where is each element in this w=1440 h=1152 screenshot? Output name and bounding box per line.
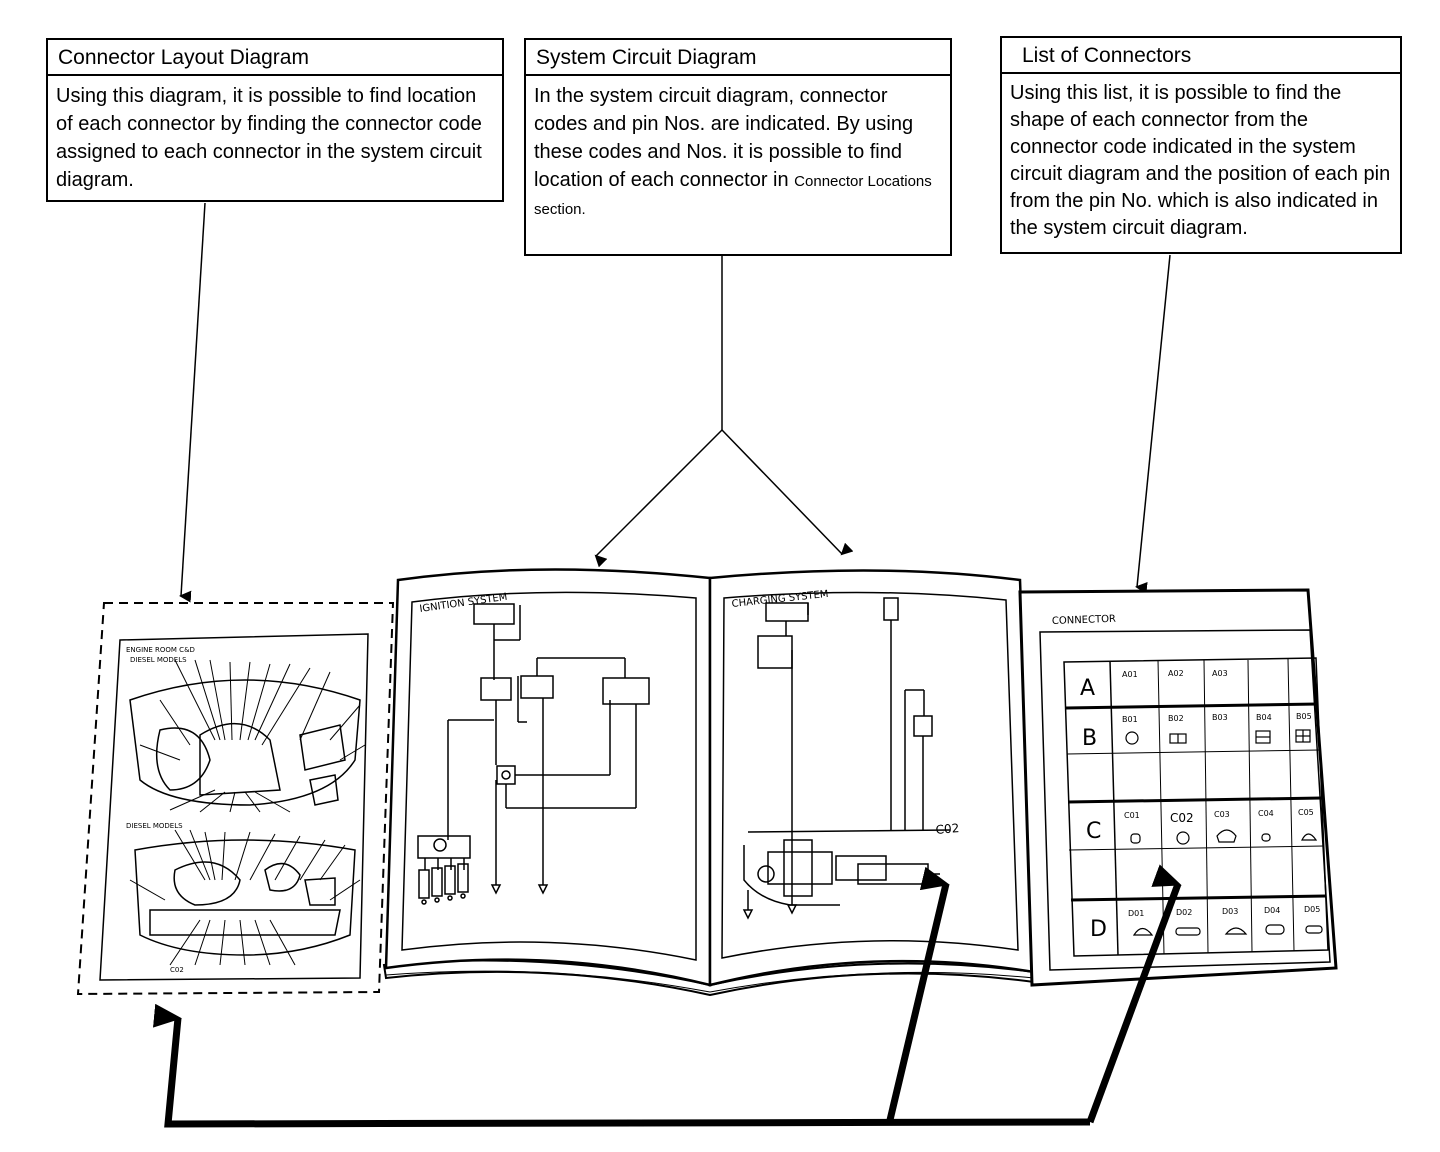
code-b02: B02 bbox=[1168, 714, 1184, 723]
layout-sheet-bottom-label: DIESEL MODELS bbox=[126, 822, 183, 830]
code-a01: A01 bbox=[1122, 670, 1138, 679]
engine-room-bottom bbox=[134, 839, 356, 956]
system-circuit-title: System Circuit Diagram bbox=[526, 40, 950, 76]
system-circuit-text: In the system circuit diagram, connector… bbox=[534, 85, 914, 191]
row-letter-b: B bbox=[1082, 726, 1097, 751]
charging-circuit bbox=[742, 597, 951, 920]
system-circuit-text-wrap: In the system circuit diagram, connector… bbox=[526, 76, 950, 228]
thick-arrow-to-layout bbox=[152, 1003, 1091, 1128]
thick-arrow-to-book bbox=[886, 866, 950, 1121]
list-of-connectors-title: List of Connectors bbox=[1002, 38, 1400, 74]
code-c01: C01 bbox=[1124, 811, 1140, 820]
list-of-connectors-box: List of Connectors Using this list, it i… bbox=[1000, 36, 1402, 254]
row-letter-d: D bbox=[1090, 917, 1107, 942]
right-page-connector-code: C02 bbox=[935, 821, 960, 837]
code-d04: D04 bbox=[1264, 906, 1280, 915]
open-book bbox=[382, 568, 1036, 997]
connector-layout-box: Connector Layout Diagram Using this diag… bbox=[46, 38, 504, 202]
layout-pointer-arrow bbox=[179, 202, 206, 603]
connector-row-letters: A B C D bbox=[1080, 676, 1107, 942]
connector-c04-shape-icon bbox=[1261, 833, 1271, 842]
engine-room-top bbox=[129, 679, 361, 806]
connector-c01-shape-icon bbox=[1130, 833, 1141, 844]
ignition-circuit bbox=[417, 603, 650, 905]
engine-room-top-leaders bbox=[139, 659, 366, 813]
code-c04: C04 bbox=[1258, 809, 1274, 818]
connector-d05-shape-icon bbox=[1305, 925, 1323, 934]
layout-sheet-top-label2: DIESEL MODELS bbox=[130, 656, 187, 664]
layout-sheet-bottom-code: C02 bbox=[170, 966, 184, 974]
code-c02: C02 bbox=[1170, 811, 1194, 825]
connector-c05-shape-icon bbox=[1301, 833, 1318, 841]
code-a02: A02 bbox=[1168, 669, 1184, 678]
pointer-arrows bbox=[179, 202, 1171, 603]
row-letter-c: C bbox=[1086, 819, 1101, 844]
connector-list-sheet bbox=[1018, 588, 1338, 987]
list-of-connectors-text: Using this list, it is possible to find … bbox=[1010, 82, 1391, 239]
code-d05: D05 bbox=[1304, 905, 1320, 914]
row-letter-a: A bbox=[1080, 676, 1095, 701]
system-pointer-right-arrow bbox=[721, 429, 854, 556]
connector-shapes bbox=[1125, 729, 1323, 936]
code-b04: B04 bbox=[1256, 713, 1272, 722]
connector-d03-shape-icon bbox=[1224, 927, 1248, 935]
thick-arrow-to-list bbox=[1086, 864, 1182, 1124]
code-b01: B01 bbox=[1122, 715, 1138, 724]
connector-codes: A01 A02 A03 B01 B02 B03 B04 B05 C01 C02 … bbox=[1122, 669, 1320, 918]
code-b03: B03 bbox=[1212, 713, 1228, 722]
connector-d02-shape-icon bbox=[1175, 927, 1201, 936]
connector-layout-text: Using this diagram, it is possible to fi… bbox=[56, 85, 482, 191]
connector-b01-shape-icon bbox=[1125, 731, 1139, 745]
connector-d01-shape-icon bbox=[1132, 927, 1154, 936]
thick-arrows bbox=[152, 864, 1182, 1128]
layout-sheet-top-label: ENGINE ROOM C&D bbox=[126, 646, 195, 654]
connector-c03-shape-icon bbox=[1216, 829, 1237, 843]
engine-room-bottom-leaders bbox=[129, 829, 361, 966]
code-c05: C05 bbox=[1298, 808, 1314, 817]
code-c03: C03 bbox=[1214, 810, 1230, 819]
code-d01: D01 bbox=[1128, 909, 1144, 918]
layout-sheet: ENGINE ROOM C&D DIESEL MODELS DIESEL MOD… bbox=[76, 602, 395, 996]
code-d03: D03 bbox=[1222, 907, 1238, 916]
connector-layout-title: Connector Layout Diagram bbox=[48, 40, 502, 76]
connector-d04-shape-icon bbox=[1265, 924, 1285, 935]
system-circuit-text-small: Connector Locations section. bbox=[534, 173, 932, 218]
connector-list-title: CONNECTOR bbox=[1052, 614, 1116, 627]
code-a03: A03 bbox=[1212, 669, 1228, 678]
code-d02: D02 bbox=[1176, 908, 1192, 917]
list-pointer-arrow bbox=[1135, 254, 1171, 594]
system-circuit-box: System Circuit Diagram In the system cir… bbox=[524, 38, 952, 256]
connector-c02-shape-icon bbox=[1176, 831, 1190, 845]
code-b05: B05 bbox=[1296, 712, 1312, 721]
system-pointer-left-arrow bbox=[594, 429, 723, 568]
